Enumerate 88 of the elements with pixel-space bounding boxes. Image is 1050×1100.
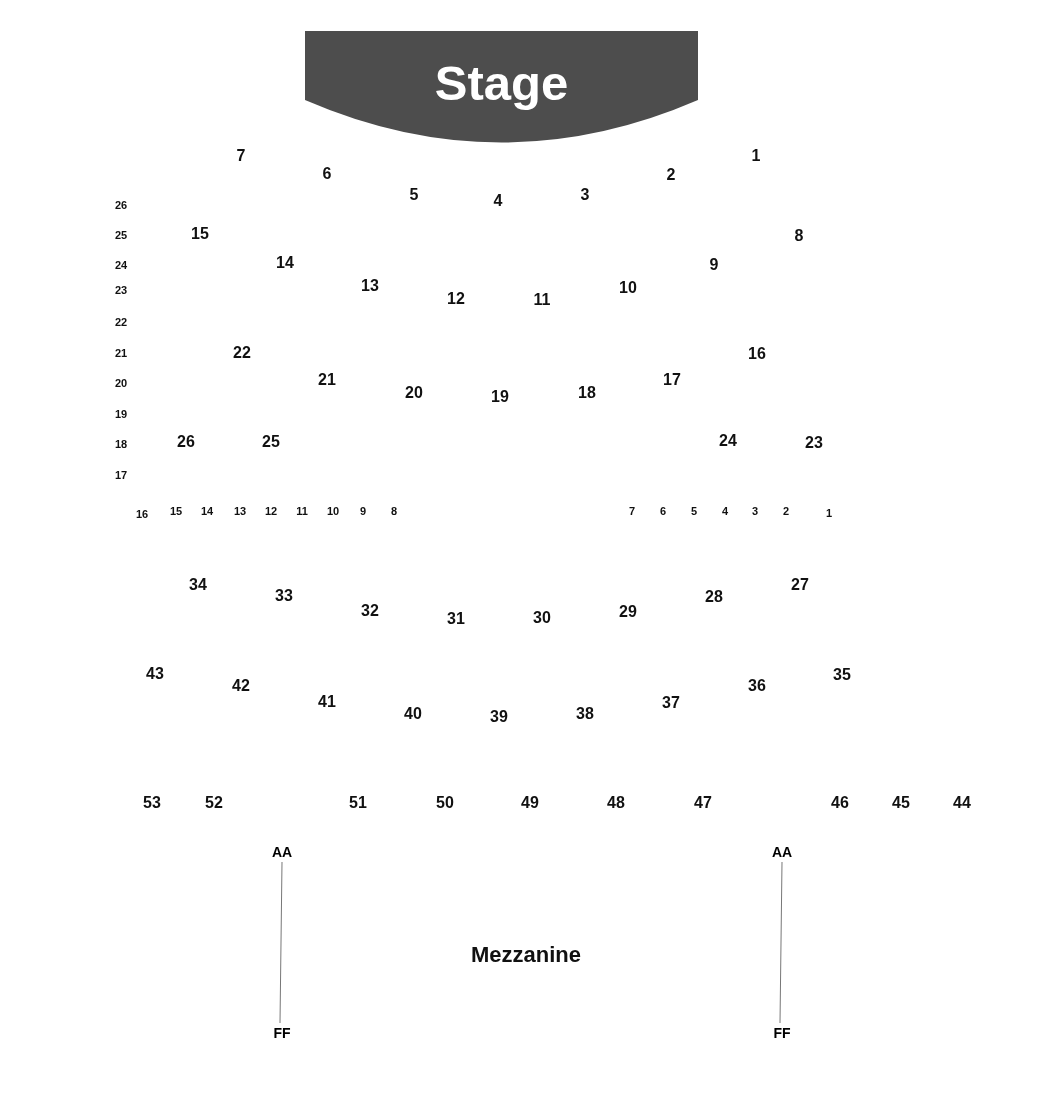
seat-number: 32 [361,603,379,619]
section-label: Mezzanine [471,944,581,966]
seat-number: 15 [169,505,183,517]
row-label: 25 [114,229,128,241]
connector-line [279,861,283,1024]
seat-number: 17 [663,372,681,388]
row-range-label: AA [771,845,793,859]
seat-number: 11 [296,505,308,517]
seat-number: 2 [666,167,676,183]
seat-number: 35 [833,667,851,683]
seat-number: 25 [262,434,280,450]
seat-number: 47 [694,795,712,811]
seat-number: 28 [705,589,723,605]
seat-number: 13 [233,505,247,517]
seat-number: 8 [390,505,398,517]
stage-shape [305,31,698,143]
seat-number: 42 [232,678,250,694]
seat-number: 34 [189,577,207,593]
seat-number: 11 [533,292,551,308]
seat-number: 9 [359,505,367,517]
seat-number: 43 [146,666,164,682]
seat-number: 48 [607,795,625,811]
seat-number: 31 [447,611,465,627]
seat-number: 26 [177,434,195,450]
seat-number: 18 [578,385,596,401]
seat-number: 8 [794,228,804,244]
seat-number: 2 [782,505,790,517]
seat-number: 14 [200,505,214,517]
seat-number: 21 [318,372,336,388]
seat-number: 45 [892,795,910,811]
seat-number: 41 [318,694,336,710]
seat-number: 33 [275,588,293,604]
seat-number: 5 [690,505,698,517]
seat-number: 5 [409,187,419,203]
seat-number: 51 [349,795,367,811]
seat-number: 44 [953,795,971,811]
seat-number: 24 [719,433,737,449]
seat-number: 50 [436,795,454,811]
seat-number: 40 [404,706,422,722]
row-range-label: AA [271,845,293,859]
seat-number: 3 [751,505,759,517]
seat-number: 27 [791,577,809,593]
seat-number: 16 [135,508,149,520]
row-label: 26 [114,199,128,211]
seat-number: 1 [825,507,833,519]
seat-number: 37 [662,695,680,711]
seat-number: 6 [659,505,667,517]
row-label: 18 [114,438,128,450]
row-label: 20 [114,377,128,389]
seat-number: 6 [322,166,332,182]
seat-number: 22 [233,345,251,361]
row-label: 17 [114,469,128,481]
seat-number: 7 [628,505,636,517]
seat-number: 12 [264,505,278,517]
seat-number: 30 [533,610,551,626]
row-label: 19 [114,408,128,420]
connector-line [779,861,783,1024]
seat-number: 39 [490,709,508,725]
seat-number: 23 [805,435,823,451]
seat-number: 10 [326,505,340,517]
seat-number: 9 [709,257,719,273]
seat-number: 36 [748,678,766,694]
seat-number: 20 [405,385,423,401]
row-range-label: FF [273,1026,291,1040]
seat-number: 15 [191,226,209,242]
seat-number: 7 [236,148,246,164]
seat-number: 49 [521,795,539,811]
row-range-label: FF [773,1026,791,1040]
row-label: 22 [114,316,128,328]
seat-number: 16 [748,346,766,362]
stage-label: Stage [434,58,569,108]
seat-number: 4 [721,505,729,517]
seat-number: 52 [205,795,223,811]
seat-number: 12 [447,291,465,307]
seat-number: 3 [580,187,590,203]
seat-number: 46 [831,795,849,811]
seat-number: 10 [619,280,637,296]
row-label: 24 [114,259,128,271]
seat-number: 38 [576,706,594,722]
seat-number: 53 [143,795,161,811]
seat-number: 14 [276,255,294,271]
row-label: 21 [114,347,128,359]
seat-number: 1 [751,148,761,164]
seat-number: 4 [493,193,503,209]
seat-number: 29 [619,604,637,620]
row-label: 23 [114,284,128,296]
seat-number: 13 [361,278,379,294]
seat-number: 19 [491,389,509,405]
